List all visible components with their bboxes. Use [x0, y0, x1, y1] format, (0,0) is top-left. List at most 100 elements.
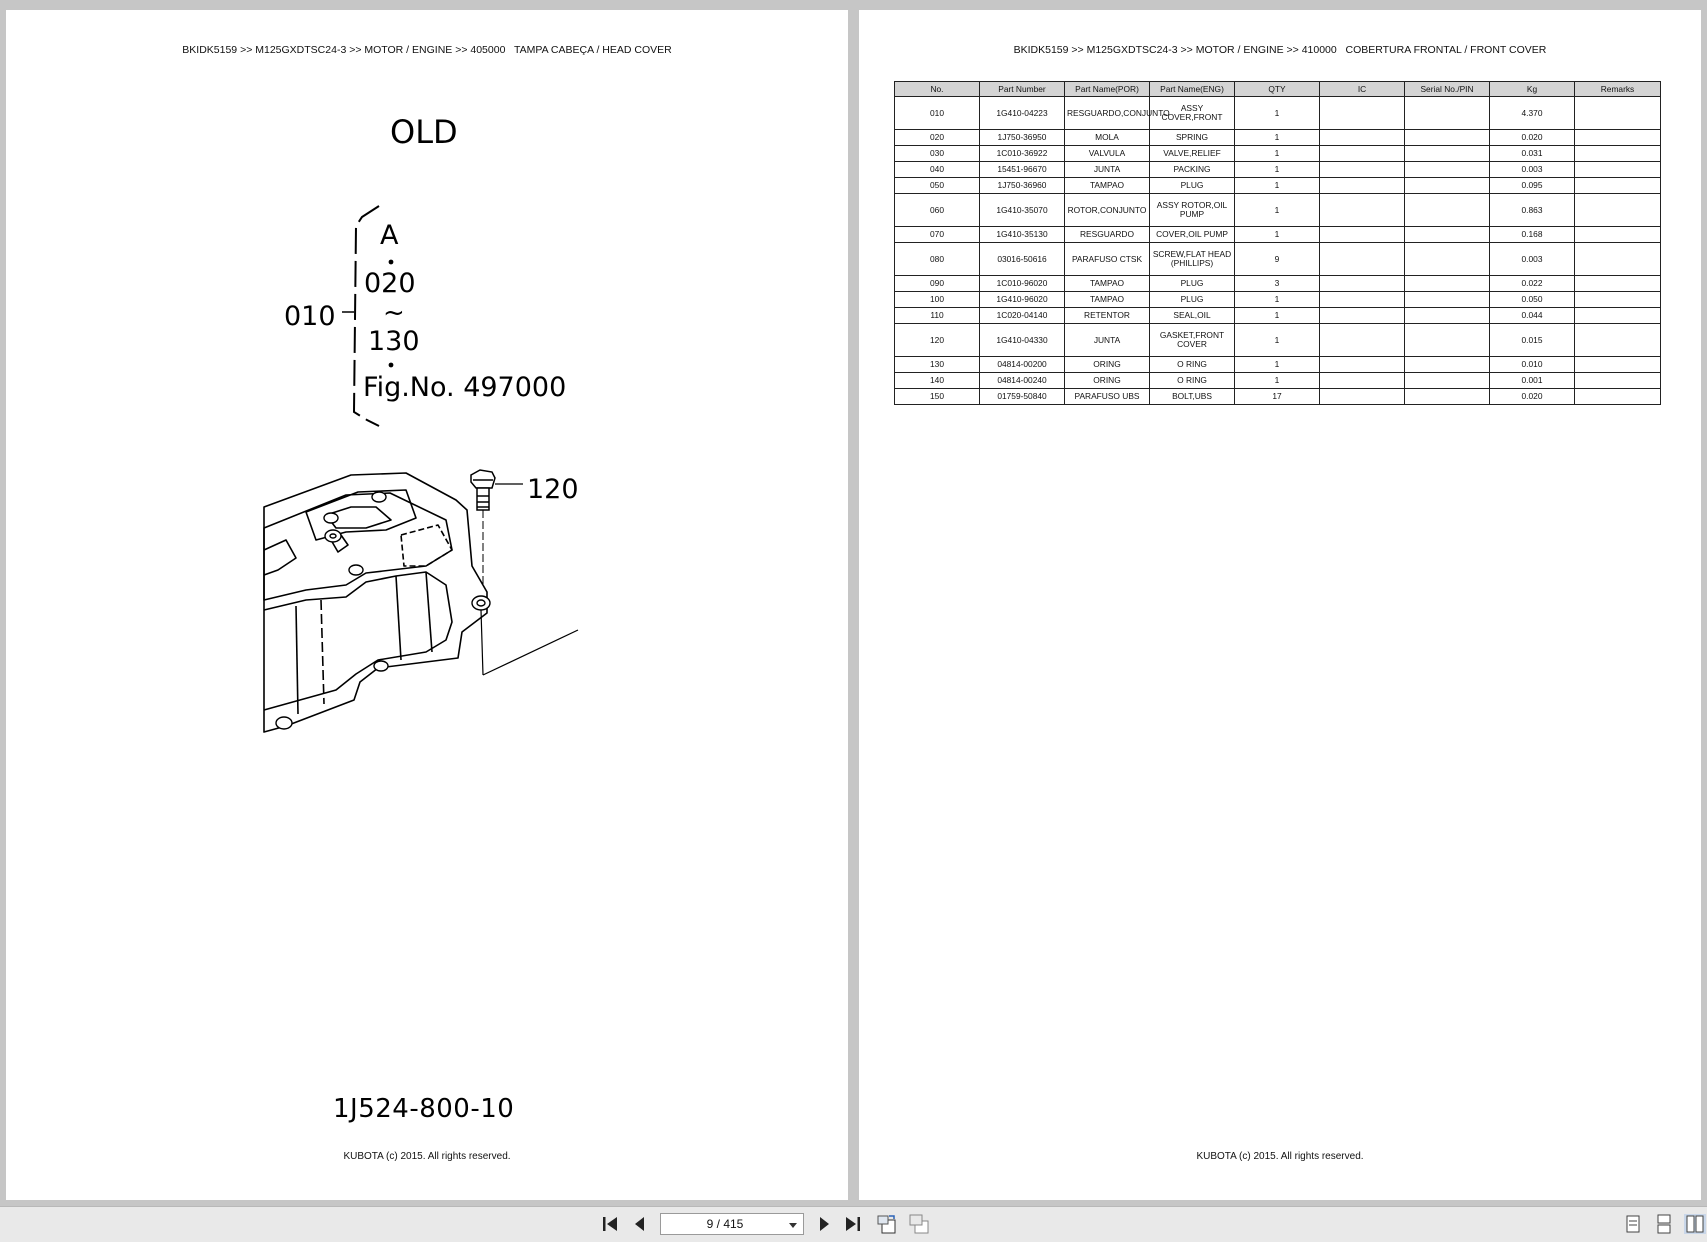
cell-ic	[1319, 161, 1405, 178]
cell-serial	[1404, 275, 1490, 292]
cell-name-por: VALVULA	[1064, 145, 1150, 162]
cell-kg: 0.015	[1489, 323, 1575, 357]
column-header: No.	[894, 81, 980, 97]
cell-ic	[1319, 275, 1405, 292]
document-viewport[interactable]: BKIDK5159 >> M125GXDTSC24-3 >> MOTOR / E…	[0, 0, 1707, 1206]
page-indicator: 9 / 415	[706, 1217, 744, 1231]
cell-remarks	[1574, 323, 1661, 357]
callout-010: 010	[284, 301, 336, 332]
cell-part-number: 1C010-36922	[979, 145, 1065, 162]
cell-kg: 0.168	[1489, 226, 1575, 243]
single-page-view-icon[interactable]	[1624, 1213, 1642, 1235]
cell-part-number: 1G410-35130	[979, 226, 1065, 243]
viewer-toolbar: 9 / 415	[0, 1206, 1707, 1242]
next-page-icon[interactable]	[816, 1213, 832, 1235]
cell-qty: 3	[1234, 275, 1320, 292]
figure-reference: Fig.No. 497000	[363, 372, 567, 403]
first-page-icon[interactable]	[600, 1213, 620, 1235]
cell-name-eng: COVER,OIL PUMP	[1149, 226, 1235, 243]
cell-serial	[1404, 145, 1490, 162]
cell-no: 110	[894, 307, 980, 324]
cell-serial	[1404, 323, 1490, 357]
cell-name-por: JUNTA	[1064, 323, 1150, 357]
cell-kg: 0.022	[1489, 275, 1575, 292]
rotate-icon[interactable]	[876, 1213, 898, 1235]
cell-name-eng: O RING	[1149, 372, 1235, 389]
cell-serial	[1404, 307, 1490, 324]
cell-part-number: 1C020-04140	[979, 307, 1065, 324]
column-header: QTY	[1234, 81, 1320, 97]
cell-name-por: TAMPAO	[1064, 291, 1150, 308]
cell-no: 050	[894, 177, 980, 194]
cell-remarks	[1574, 307, 1661, 324]
page-footer: KUBOTA (c) 2015. All rights reserved.	[1196, 1151, 1364, 1162]
cell-remarks	[1574, 161, 1661, 178]
page-footer: KUBOTA (c) 2015. All rights reserved.	[343, 1151, 511, 1162]
cell-qty: 1	[1234, 307, 1320, 324]
two-page-view-icon[interactable]	[1684, 1213, 1706, 1235]
cell-no: 090	[894, 275, 980, 292]
cell-no: 030	[894, 145, 980, 162]
cell-part-number: 1G410-04330	[979, 323, 1065, 357]
cell-name-eng: GASKET,FRONT COVER	[1149, 323, 1235, 357]
cell-name-eng: SPRING	[1149, 129, 1235, 146]
cell-remarks	[1574, 96, 1661, 130]
cell-name-por: TAMPAO	[1064, 177, 1150, 194]
cell-qty: 17	[1234, 388, 1320, 405]
cell-serial	[1404, 193, 1490, 227]
cell-remarks	[1574, 177, 1661, 194]
last-page-icon[interactable]	[843, 1213, 863, 1235]
page-header: BKIDK5159 >> M125GXDTSC24-3 >> MOTOR / E…	[1013, 44, 1547, 56]
cell-serial	[1404, 356, 1490, 373]
table-header-row: No. Part Number Part Name(POR) Part Name…	[894, 81, 1661, 97]
page-number-field[interactable]: 9 / 415	[660, 1213, 804, 1235]
cell-part-number: 03016-50616	[979, 242, 1065, 276]
column-header: IC	[1319, 81, 1405, 97]
page-header: BKIDK5159 >> M125GXDTSC24-3 >> MOTOR / E…	[182, 44, 672, 56]
cell-ic	[1319, 242, 1405, 276]
column-header: Kg	[1489, 81, 1575, 97]
cell-qty: 1	[1234, 193, 1320, 227]
cell-no: 120	[894, 323, 980, 357]
cell-name-eng: BOLT,UBS	[1149, 388, 1235, 405]
cell-name-eng: SCREW,FLAT HEAD (PHILLIPS)	[1149, 242, 1235, 276]
cell-part-number: 1J750-36950	[979, 129, 1065, 146]
cell-remarks	[1574, 372, 1661, 389]
cell-name-por: RESGUARDO	[1064, 226, 1150, 243]
page-right: BKIDK5159 >> M125GXDTSC24-3 >> MOTOR / E…	[859, 10, 1701, 1200]
fit-icon[interactable]	[908, 1213, 930, 1235]
cell-name-eng: PLUG	[1149, 291, 1235, 308]
cell-part-number: 15451-96670	[979, 161, 1065, 178]
previous-page-icon[interactable]	[632, 1213, 648, 1235]
cell-kg: 0.095	[1489, 177, 1575, 194]
range-end: 130	[368, 326, 420, 357]
cell-no: 100	[894, 291, 980, 308]
column-header: Serial No./PIN	[1404, 81, 1490, 97]
cell-remarks	[1574, 129, 1661, 146]
cell-name-por: ORING	[1064, 356, 1150, 373]
cell-serial	[1404, 242, 1490, 276]
cell-kg: 0.003	[1489, 161, 1575, 178]
cell-qty: 1	[1234, 96, 1320, 130]
cell-qty: 1	[1234, 323, 1320, 357]
cell-no: 080	[894, 242, 980, 276]
cell-part-number: 04814-00200	[979, 356, 1065, 373]
continuous-view-icon[interactable]	[1655, 1213, 1673, 1235]
cell-qty: 1	[1234, 356, 1320, 373]
cell-remarks	[1574, 388, 1661, 405]
page-left: BKIDK5159 >> M125GXDTSC24-3 >> MOTOR / E…	[6, 10, 848, 1200]
cell-serial	[1404, 96, 1490, 130]
cell-no: 130	[894, 356, 980, 373]
chevron-down-icon[interactable]	[789, 1223, 797, 1228]
cell-no: 060	[894, 193, 980, 227]
